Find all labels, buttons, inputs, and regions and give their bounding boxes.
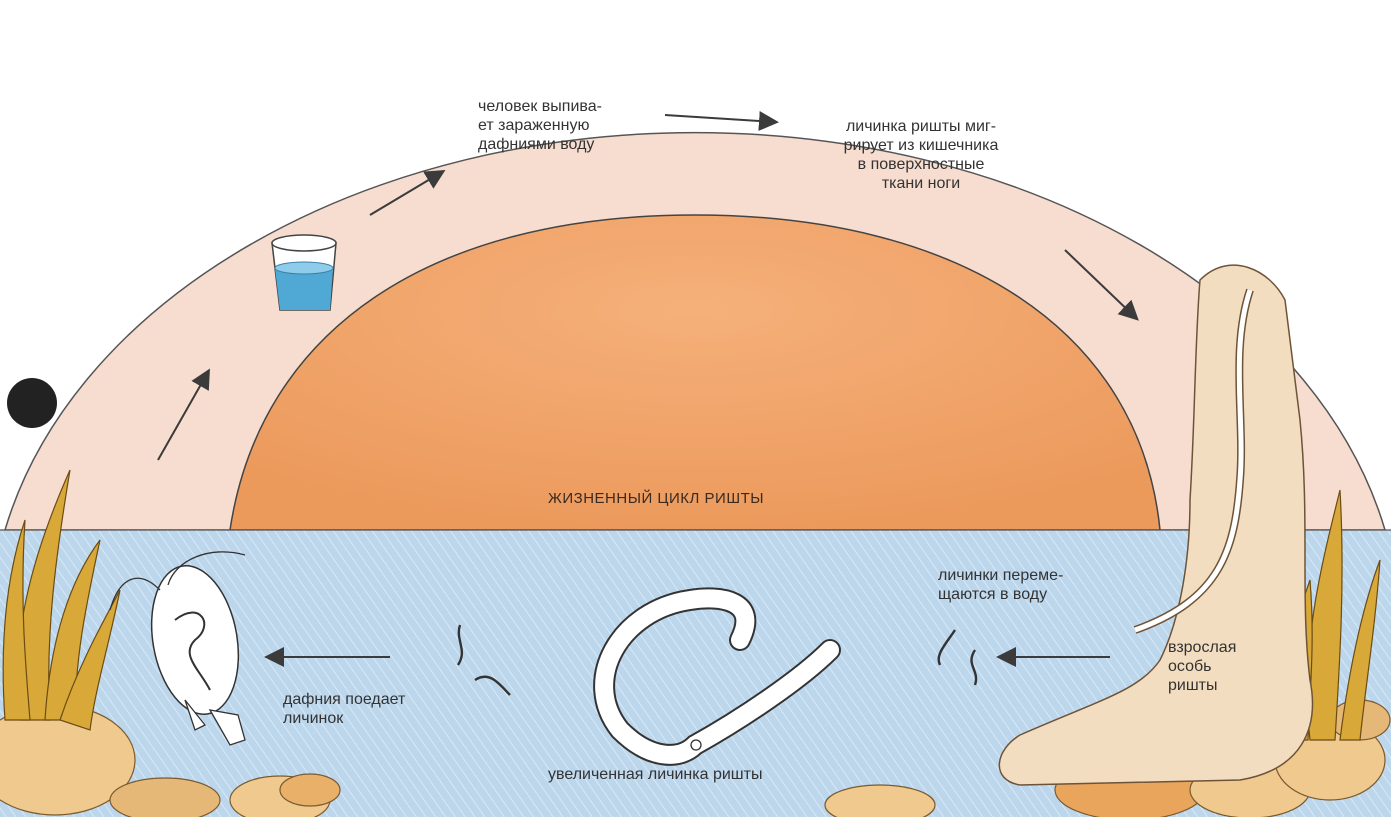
- label-daphnia-eats: дафния поедает личинок: [283, 690, 405, 728]
- label-larva-migrates: личинка ришты миг- рирует из кишечника в…: [792, 117, 1050, 193]
- label-enlarged-larva: увеличенная личинка ришты: [548, 765, 762, 784]
- arrow-drink-to-migrate: [665, 115, 775, 122]
- binder-hole: [7, 378, 57, 428]
- diagram-title: ЖИЗНЕННЫЙ ЦИКЛ РИШТЫ: [548, 489, 764, 508]
- label-larvae-to-water: личинки переме- щаются в воду: [938, 566, 1063, 604]
- label-drink-water: человек выпива- ет зараженную дафниями в…: [478, 97, 602, 154]
- label-adult-worm: взрослая особь ришты: [1168, 638, 1236, 695]
- water-cup: [272, 235, 336, 310]
